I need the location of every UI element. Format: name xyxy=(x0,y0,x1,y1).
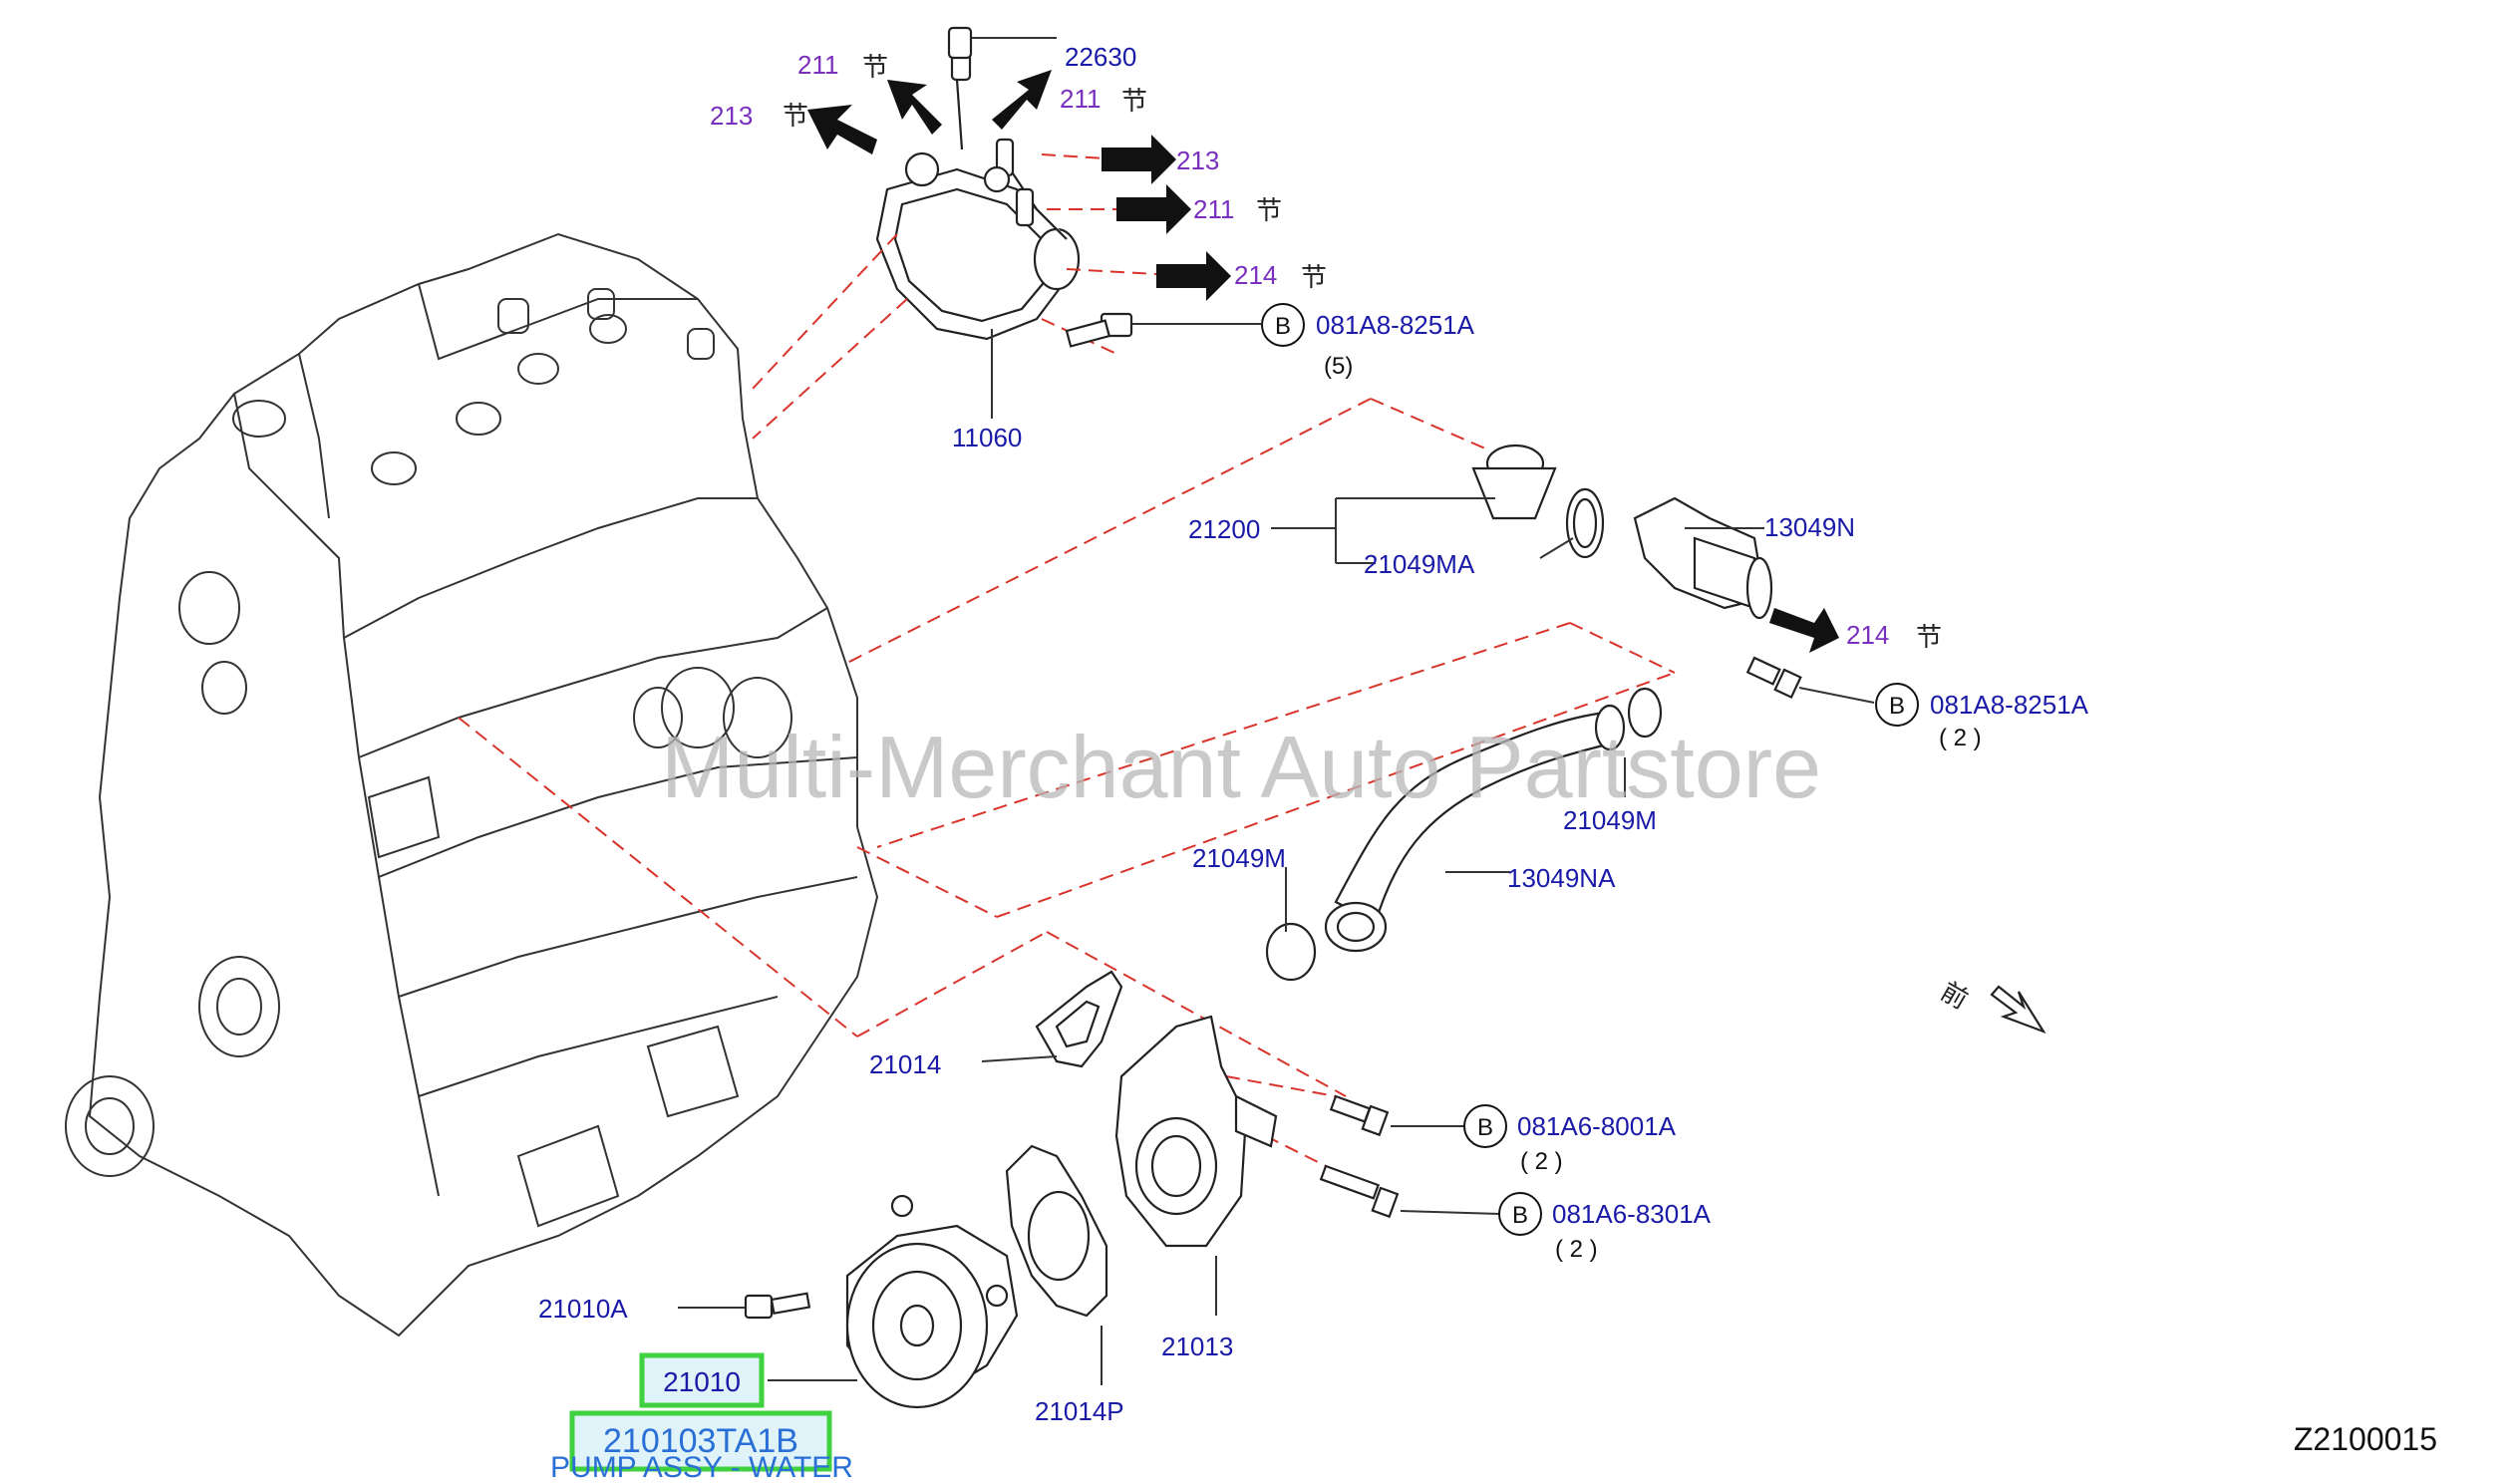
front-label: 前 xyxy=(1936,977,1974,1016)
circle-b-icon xyxy=(1261,303,1305,347)
water-outlet-11060[interactable] xyxy=(875,38,1081,341)
bolt-qty: ( 2 ) xyxy=(1520,1148,1563,1175)
label-13049NA[interactable]: 13049NA xyxy=(1507,863,1616,893)
label-21014[interactable]: 21014 xyxy=(869,1049,941,1079)
ref-213-b[interactable]: 213 xyxy=(1176,146,1219,175)
watermark: Multi-Merchant Auto Partstore xyxy=(661,718,1821,816)
ref-213-a[interactable]: 213 xyxy=(710,101,753,131)
label-21200[interactable]: 21200 xyxy=(1188,514,1260,544)
section-char-a: 节 xyxy=(862,53,888,83)
water-pump-21010[interactable] xyxy=(768,1194,1019,1409)
callout-labels: 22630 11060 21200 21049MA 13049N 21049M … xyxy=(538,42,1855,1426)
section-char-d: 节 xyxy=(1256,196,1282,226)
label-22630[interactable]: 22630 xyxy=(1065,42,1136,72)
label-21013[interactable]: 21013 xyxy=(1161,1332,1233,1361)
label-21049M-right[interactable]: 21049M xyxy=(1563,805,1657,835)
bolt-081A8-8251A-lower[interactable] xyxy=(1745,656,1875,704)
front-direction-arrow xyxy=(1990,985,2047,1035)
part-description: PUMP ASSY - WATER xyxy=(550,1451,853,1479)
bolt-callout-2[interactable]: B 081A8-8251A ( 2 ) xyxy=(1875,683,2089,751)
thermostat-21200[interactable] xyxy=(1271,444,1605,564)
label-21049M-left[interactable]: 21049M xyxy=(1192,843,1286,873)
bolt-code: 081A6-8001A xyxy=(1517,1111,1677,1141)
label-11060[interactable]: 11060 xyxy=(952,423,1022,452)
circle-b-icon xyxy=(1498,1192,1542,1236)
bolt-081A6-8301A[interactable] xyxy=(1319,1164,1501,1219)
bolt-callout-1[interactable]: B 081A8-8251A (5) xyxy=(1261,303,1475,380)
leader-lines xyxy=(458,153,1676,1167)
water-hose-13049NA[interactable] xyxy=(1265,687,1663,982)
bolt-letter: B xyxy=(1889,693,1905,720)
water-inlet-13049N[interactable] xyxy=(1633,496,1875,704)
bolt-callout-4[interactable]: B 081A6-8301A ( 2 ) xyxy=(1498,1192,1712,1263)
ref-211-a[interactable]: 211 xyxy=(797,50,838,80)
highlight-part-21010[interactable]: 21010 xyxy=(639,1352,765,1408)
gasket-21014P[interactable] xyxy=(1005,1144,1108,1385)
gasket-21014[interactable] xyxy=(981,970,1123,1068)
section-char-f: 节 xyxy=(1916,623,1942,653)
bolt-081A6-8001A[interactable] xyxy=(1329,1094,1465,1137)
section-char-e: 节 xyxy=(1301,263,1327,293)
ref-211-b[interactable]: 211 xyxy=(1060,84,1101,114)
circle-b-icon xyxy=(1463,1104,1507,1148)
sensor-22630[interactable] xyxy=(947,26,1057,60)
highlight-part-210103TA1B[interactable]: 210103TA1B xyxy=(569,1410,832,1472)
water-pump-housing-21013[interactable] xyxy=(1114,1015,1278,1316)
section-char-c: 节 xyxy=(1121,87,1147,117)
bolt-code: 081A8-8251A xyxy=(1930,690,2089,720)
bolt-letter: B xyxy=(1477,1114,1493,1141)
circle-b-icon xyxy=(1875,683,1919,727)
label-13049N[interactable]: 13049N xyxy=(1764,512,1855,542)
ref-211-c[interactable]: 211 xyxy=(1193,194,1234,224)
bolt-callout-3[interactable]: B 081A6-8001A ( 2 ) xyxy=(1463,1104,1677,1175)
engine-block-illustration xyxy=(65,232,879,1337)
section-ref-arrows xyxy=(807,70,1231,301)
bolt-code: 081A8-8251A xyxy=(1316,310,1475,340)
ref-214-a[interactable]: 214 xyxy=(1234,260,1277,290)
label-21049MA[interactable]: 21049MA xyxy=(1364,549,1475,579)
bolt-qty: ( 2 ) xyxy=(1555,1236,1598,1263)
label-21014P[interactable]: 21014P xyxy=(1035,1396,1124,1426)
bolt-21010A[interactable] xyxy=(678,1292,811,1320)
bolt-code: 081A6-8301A xyxy=(1552,1199,1712,1229)
highlight-part-no: 21010 xyxy=(663,1366,741,1397)
label-21010A[interactable]: 21010A xyxy=(538,1294,628,1324)
section-char-b: 节 xyxy=(783,102,808,132)
bolt-qty: ( 2 ) xyxy=(1939,725,1982,751)
ref-214-b[interactable]: 214 xyxy=(1846,620,1889,650)
section-references: 211 节 213 节 211 节 213 211 节 214 节 214 节 xyxy=(710,50,1942,653)
bolt-letter: B xyxy=(1512,1202,1528,1229)
bolt-letter: B xyxy=(1275,313,1291,340)
bolt-qty: (5) xyxy=(1324,353,1353,380)
bolt-081A8-8251A-upper[interactable] xyxy=(1065,312,1261,348)
diagram-code: Z2100015 xyxy=(2294,1421,2437,1457)
highlight-full-part-no: 210103TA1B xyxy=(603,1422,798,1460)
